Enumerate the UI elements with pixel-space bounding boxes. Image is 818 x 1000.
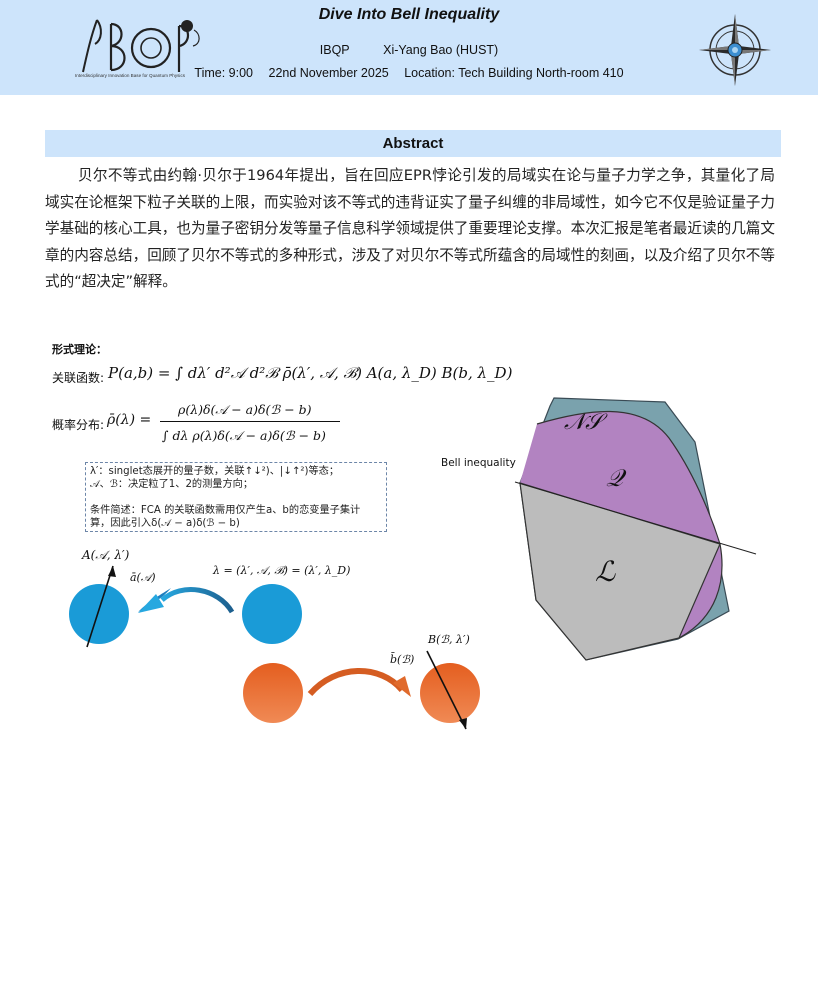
blue-particle-left bbox=[69, 584, 129, 644]
label-lambda: λ = (λ′, 𝒜, ℬ) = (λ′, λ_D) bbox=[213, 564, 351, 577]
orange-particle-left bbox=[243, 663, 303, 723]
abstract-heading: Abstract bbox=[45, 130, 781, 157]
blue-curve-arrow bbox=[160, 587, 235, 614]
label-A: A(𝒜, λ′) bbox=[82, 548, 130, 562]
bell-inequality-label: Bell inequality bbox=[441, 457, 516, 469]
org-name: IBQP bbox=[319, 43, 350, 57]
vector-a bbox=[86, 565, 114, 648]
blue-particle-right bbox=[242, 584, 302, 644]
local-polytope bbox=[519, 482, 721, 661]
note-line: 算，因此引入δ(𝒜 − a)δ(ℬ − b) bbox=[90, 518, 240, 529]
poster-title: Dive Into Bell Inequality bbox=[318, 6, 500, 23]
note-line: 条件简述：FCA 的关联函数需用仅产生a、b的恋变量子集计 bbox=[90, 505, 361, 516]
poster-header: Interdisciplinary Innovation Base for Qu… bbox=[0, 0, 818, 95]
particles-diagram bbox=[69, 565, 480, 730]
label-a-vector: ā(𝒜) bbox=[130, 571, 156, 584]
note-line: 𝒜、ℬ：决定粒了1、2的测量方向； bbox=[90, 479, 254, 490]
prob-denominator: ∫ dλ ρ(λ)δ(𝒜 − a)δ(ℬ − b) bbox=[162, 428, 326, 443]
note-line: λ′：singlet态展开的量子数，关联↑↓²)、|↓↑²)等态； bbox=[90, 466, 340, 477]
bell-polytope-diagram bbox=[514, 397, 757, 661]
prob-label: 概率分布: bbox=[52, 418, 105, 432]
bell-inequality-line bbox=[514, 481, 757, 555]
vector-b bbox=[426, 650, 467, 730]
abstract-body: 贝尔不等式由约翰·贝尔于1964年提出，旨在回应EPR悖论引发的局域实在论与量子… bbox=[45, 167, 775, 290]
prob-lhs: ρ̄(λ) = bbox=[107, 412, 152, 428]
logo-tagline: Interdisciplinary Innovation Base for Qu… bbox=[75, 73, 186, 78]
section-label: 形式理论： bbox=[52, 343, 107, 356]
event-time: Time: 9:00 bbox=[194, 66, 254, 80]
fraction-bar bbox=[160, 421, 340, 422]
ns-label: 𝒩𝒮 bbox=[564, 410, 603, 435]
q-label: 𝒬 bbox=[606, 464, 624, 492]
quantum-set-upper bbox=[520, 411, 720, 544]
ibqp-logo bbox=[82, 19, 200, 73]
compass-icon bbox=[699, 14, 771, 86]
event-location: Location: Tech Building North-room 410 bbox=[404, 66, 624, 80]
event-info: Time: 9:00 22nd November 2025 Location: … bbox=[0, 66, 818, 80]
corr-formula: P(a,b) = ∫ dλ′ d²𝒜 d²ℬ ρ̄(λ′, 𝒜, ℬ) A(a,… bbox=[108, 364, 513, 382]
author-line: IBQP Xi-Yang Bao (HUST) bbox=[0, 43, 818, 57]
label-B: B(ℬ, λ′) bbox=[428, 633, 470, 646]
note-box: λ′：singlet态展开的量子数，关联↑↓²)、|↓↑²)等态； 𝒜、ℬ：决定… bbox=[85, 462, 387, 532]
event-date: 22nd November 2025 bbox=[268, 66, 389, 80]
author-name: Xi-Yang Bao (HUST) bbox=[383, 43, 499, 57]
prob-numerator: ρ(λ)δ(𝒜 − a)δ(ℬ − b) bbox=[178, 402, 312, 417]
orange-particle-right bbox=[420, 663, 480, 723]
corr-label: 关联函数: bbox=[52, 371, 105, 385]
formal-theory-figure: 形式理论： 关联函数: P(a,b) = ∫ dλ′ d²𝒜 d²ℬ ρ̄(λ′… bbox=[0, 300, 818, 760]
l-label: ℒ bbox=[595, 555, 616, 588]
label-b-vector: b̄(ℬ) bbox=[390, 653, 415, 666]
